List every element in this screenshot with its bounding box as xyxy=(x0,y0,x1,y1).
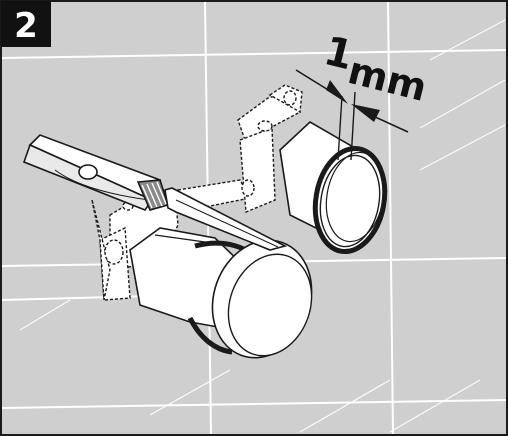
step-number: 2 xyxy=(14,6,38,46)
knife-tool-icon xyxy=(22,134,288,251)
pipe-sleeve-icon xyxy=(129,227,313,359)
dimension-arrow-icon xyxy=(295,69,409,161)
pipe-sleeve-icon xyxy=(279,121,388,255)
tile-shading xyxy=(19,19,506,433)
step-number-box xyxy=(1,1,51,47)
mounting-bracket-icon xyxy=(91,84,303,301)
